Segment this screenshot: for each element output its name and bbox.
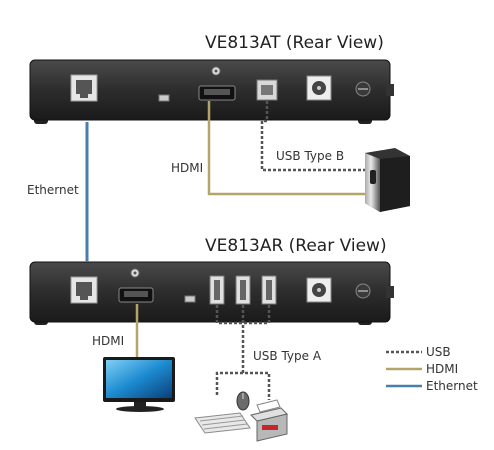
usb-type-a-cables [215, 305, 271, 400]
legend-hdmi-label: HDMI [426, 362, 458, 376]
transmitter-device [29, 59, 394, 124]
side-button [386, 286, 394, 298]
ground-terminal [355, 283, 371, 299]
printer-icon [250, 399, 288, 442]
usb-type-b-cable [260, 101, 365, 172]
power-jack [306, 75, 332, 101]
ethernet-label: Ethernet [27, 183, 79, 197]
legend-ethernet-label: Ethernet [426, 379, 478, 393]
usb-type-a-label: USB Type A [253, 349, 322, 363]
computer-tower-icon [365, 148, 410, 212]
hdmi-port [118, 287, 154, 303]
monitor-icon [103, 357, 175, 412]
mini-usb-port [158, 94, 170, 102]
screw-icon [130, 268, 140, 278]
hdmi-label-bottom: HDMI [92, 334, 124, 348]
ethernet-port [70, 276, 98, 304]
hdmi-port [198, 85, 236, 101]
screw-icon [211, 66, 221, 76]
ground-terminal [355, 81, 371, 97]
legend-usb-label: USB [426, 345, 451, 359]
mini-usb-port [184, 295, 196, 303]
receiver-title: VE813AR (Rear View) [205, 236, 387, 256]
ethernet-port [70, 74, 98, 102]
mouse-icon [236, 391, 250, 411]
usb-type-b-label: USB Type B [276, 149, 344, 163]
hdmi-cable-top [207, 101, 365, 196]
keyboard-icon [194, 412, 251, 434]
power-jack [306, 277, 332, 303]
hdmi-label-top: HDMI [171, 161, 203, 175]
receiver-device [29, 261, 394, 325]
transmitter-title: VE813AT (Rear View) [205, 33, 384, 53]
side-button [386, 84, 394, 96]
legend: USB HDMI Ethernet [386, 345, 478, 393]
usb-type-b-port [256, 79, 278, 101]
usb-type-a-ports [209, 275, 277, 305]
